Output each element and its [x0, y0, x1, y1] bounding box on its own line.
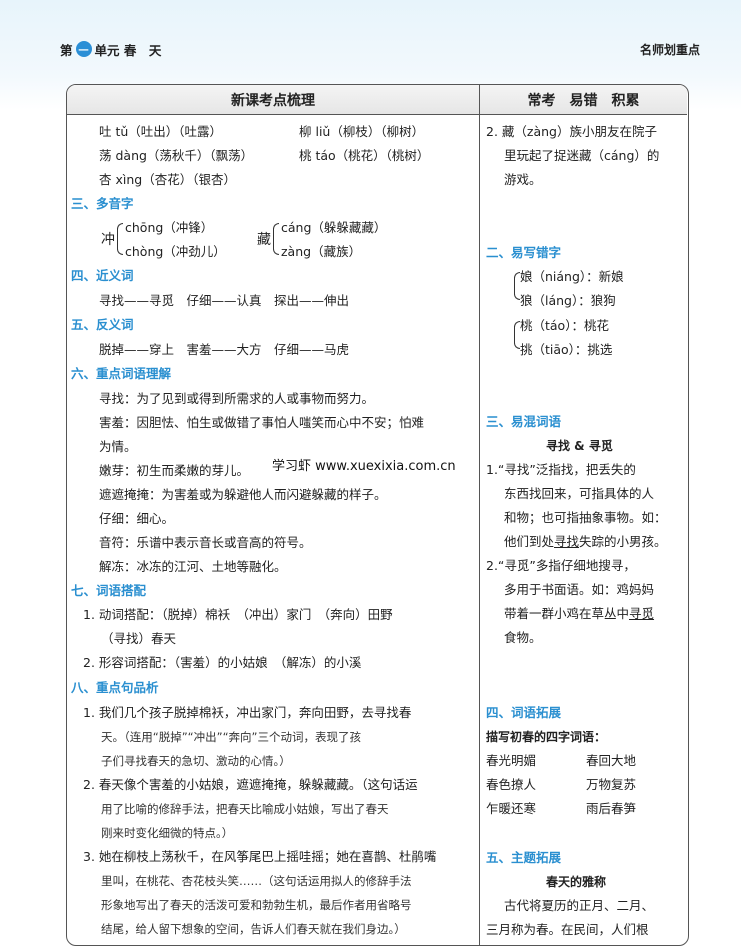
sentence-3a: 3. 她在柳枝上荡秋千，在风筝尾巴上摇哇摇；她在喜鹊、杜鹃嘴	[83, 849, 437, 864]
confusing-1c: 和物；也可指抽象事物。如：	[504, 510, 667, 525]
section-antonyms: 五、反义词	[71, 317, 134, 332]
section-collocations: 七、词语搭配	[71, 583, 147, 598]
char-line-1a: 吐 tǔ（吐出）（吐露）	[99, 124, 223, 139]
miswritten-1a: 娘（niáng）：新娘	[520, 269, 624, 284]
miswritten-brace-1	[514, 272, 520, 300]
theme-line-1: 古代将夏历的正月、二月、	[504, 898, 655, 913]
section-polyphones: 三、多音字	[71, 196, 134, 211]
right-column-head: 常考 易错 积累	[480, 85, 687, 115]
definition-6: 音符：乐谱中表示音长或音高的符号。	[99, 535, 312, 550]
section-sentences: 八、重点句品析	[71, 680, 159, 695]
sentence-3b: 里叫，在桃花、杏花枝头笑……（这句话运用拟人的修辞手法	[101, 874, 412, 888]
confusing-1b: 东西找回来，可指具体的人	[504, 486, 655, 501]
collocation-1b: （寻找）春天	[101, 631, 177, 646]
synonyms-line: 寻找——寻觅 仔细——认真 探出——伸出	[99, 293, 350, 308]
poly1-b: chòng（冲劲儿）	[125, 244, 226, 259]
antonyms-line: 脱掉——穿上 害羞——大方 仔细——马虎	[99, 342, 350, 357]
idiom-4: 万物复苏	[586, 777, 637, 792]
confusing-1a: 1.“寻找”泛指找，把丢失的	[486, 462, 636, 477]
confusing-2c-underlined: 寻觅	[629, 606, 655, 621]
idiom-2: 春回大地	[586, 753, 637, 768]
page-header: 第 一 单元 春 天 名师划重点	[60, 37, 700, 61]
sentence-1b: 天。（连用“脱掉”“冲出”“奔向”三个动词，表现了孩	[101, 730, 361, 744]
sentence-2c: 刚来时变化细微的特点。）	[101, 826, 234, 840]
site-watermark: 学习虾 www.xuexixia.com.cn	[268, 455, 460, 474]
char-line-2a: 荡 dàng（荡秋千）（飘荡）	[99, 148, 254, 163]
sentence-1c: 子们寻找春天的急切、激动的心情。）	[101, 754, 291, 768]
miswritten-1b: 狼（láng）：狼狗	[520, 293, 616, 308]
confusing-2a: 2.“寻觅”多指仔细地搜寻，	[486, 558, 636, 573]
confusing-title: 寻找 & 寻觅	[546, 439, 613, 453]
char-line-1b: 柳 liǔ（柳枝）（柳树）	[299, 124, 425, 139]
left-column: 新课考点梳理 吐 tǔ（吐出）（吐露） 柳 liǔ（柳枝）（柳树） 荡 dàng…	[67, 85, 479, 945]
confusing-1d-pre: 他们到处	[504, 534, 555, 549]
section-theme-expansion: 五、主题拓展	[486, 850, 562, 865]
section-confusing-words: 三、易混词语	[486, 414, 562, 429]
definition-7: 解冻：冰冻的江河、土地等融化。	[99, 559, 287, 574]
confusing-2c: 带着一群小鸡在草丛中寻觅	[504, 605, 654, 623]
content-frame: 新课考点梳理 吐 tǔ（吐出）（吐露） 柳 liǔ（柳枝）（柳树） 荡 dàng…	[66, 84, 689, 946]
example-2b: 里玩起了捉迷藏（cáng）的	[504, 148, 660, 163]
definition-2a: 害羞：因胆怯、怕生或做错了事怕人嗤笑而心中不安；怕难	[99, 415, 425, 430]
poly2-b: zàng（藏族）	[281, 244, 362, 259]
confusing-2c-pre: 带着一群小鸡在草丛中	[504, 606, 630, 621]
example-2c: 游戏。	[504, 172, 542, 187]
section-word-expansion: 四、词语拓展	[486, 705, 562, 720]
poly1-a: chōng（冲锋）	[125, 220, 214, 235]
idiom-6: 雨后春笋	[586, 801, 637, 816]
char-line-3a: 杏 xìng（杏花）（银杏）	[99, 172, 236, 187]
confusing-1d: 他们到处寻找失踪的小男孩。	[504, 533, 667, 551]
section-key-words: 六、重点词语理解	[71, 366, 172, 381]
confusing-1d-post: 失踪的小男孩。	[579, 534, 667, 549]
idiom-1: 春光明媚	[486, 753, 537, 768]
expansion-title: 描写初春的四字词语：	[486, 730, 607, 744]
collocation-1a: 1. 动词搭配：（脱掉）棉袄 （冲出）家门 （奔向）田野	[83, 607, 393, 622]
sentence-1a: 1. 我们几个孩子脱掉棉袄，冲出家门，奔向田野，去寻找春	[83, 705, 412, 720]
header-right-title: 名师划重点	[639, 42, 700, 57]
unit-number-badge: 一	[75, 41, 92, 57]
confusing-1d-underlined: 寻找	[554, 534, 580, 549]
sentence-2b: 用了比喻的修辞手法，把春天比喻成小姑娘，写出了春天	[101, 802, 389, 816]
sentence-3d: 结尾，给人留下想象的空间，告诉人们春天就在我们身边。）	[101, 922, 406, 936]
poly2-a: cáng（躲躲藏藏）	[281, 220, 387, 235]
poly2-brace	[273, 223, 279, 255]
theme-title: 春天的雅称	[546, 875, 607, 889]
definition-5: 仔细：细心。	[99, 511, 175, 526]
poly1-char: 冲	[101, 232, 115, 248]
confusing-2d: 食物。	[504, 630, 542, 645]
confusing-2b: 多用于书面语。如：鸡妈妈	[504, 582, 655, 597]
poly1-brace	[117, 223, 123, 255]
theme-line-2: 三月称为春。在民间，人们根	[486, 922, 649, 937]
unit-prefix: 第	[60, 42, 73, 58]
right-column: 常考 易错 积累 2. 藏（zàng）族小朋友在院子 里玩起了捉迷藏（cáng）…	[479, 85, 687, 945]
definition-3: 嫩芽：初生而柔嫩的芽儿。	[99, 463, 250, 478]
section-synonyms: 四、近义词	[71, 268, 134, 283]
miswritten-brace-2	[514, 321, 520, 349]
definition-4: 遮遮掩掩：为害羞或为躲避他人而闪避躲藏的样子。	[99, 487, 387, 502]
poly2-char: 藏	[257, 232, 271, 248]
char-line-2b: 桃 táo（桃花）（桃树）	[299, 148, 430, 163]
idiom-3: 春色撩人	[486, 777, 537, 792]
miswritten-2b: 挑（tiāo）：挑选	[520, 342, 613, 357]
definition-2b: 为情。	[99, 439, 137, 454]
example-2a: 2. 藏（zàng）族小朋友在院子	[486, 124, 657, 139]
section-easy-miswritten: 二、易写错字	[486, 245, 562, 260]
collocation-2: 2. 形容词搭配：（害羞）的小姑娘 （解冻）的小溪	[83, 655, 362, 670]
unit-name: 单元 春 天	[94, 42, 162, 58]
left-column-head: 新课考点梳理	[67, 85, 479, 115]
idiom-5: 乍暖还寒	[486, 801, 537, 816]
definition-1: 寻找：为了见到或得到所需求的人或事物而努力。	[99, 391, 375, 406]
sentence-3c: 形象地写出了春天的活泼可爱和勃勃生机，最后作者用省略号	[101, 898, 412, 912]
unit-title: 第 一 单元 春 天	[60, 40, 161, 59]
sentence-2a: 2. 春天像个害羞的小姑娘，遮遮掩掩，躲躲藏藏。（这句话运	[83, 777, 418, 792]
miswritten-2a: 桃（táo）：桃花	[520, 318, 609, 333]
